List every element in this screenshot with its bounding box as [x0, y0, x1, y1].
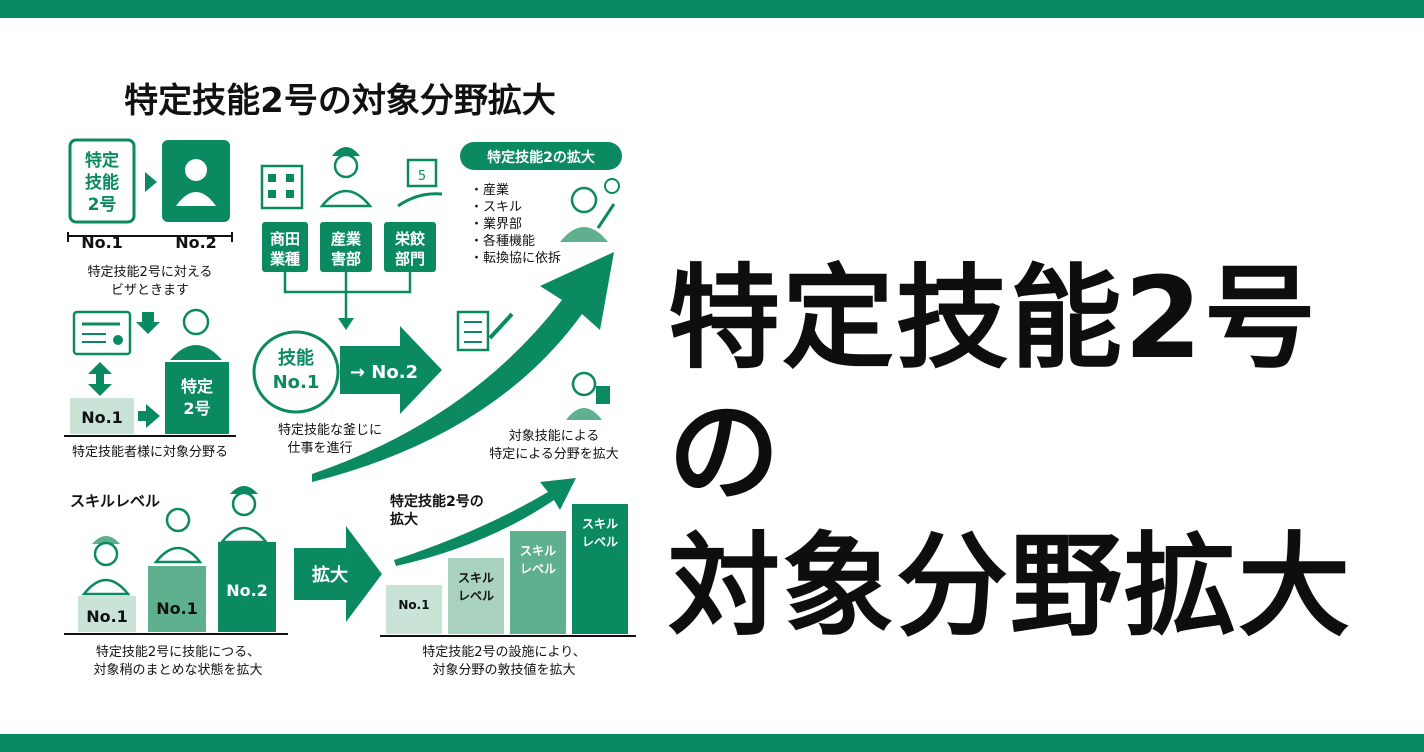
bottom-accent-band [0, 734, 1424, 752]
dept-2-line-2: 害部 [331, 250, 361, 268]
step-2-label: No.1 [156, 599, 198, 618]
card-line-2: 技能 [85, 172, 119, 193]
celebrating-worker-icon [566, 371, 610, 420]
sec1-caption-2: ビザときます [111, 283, 189, 298]
top-accent-band [0, 0, 1424, 18]
section-expansion-list: 特定技能2の拡大 ・産業 ・スキル ・業界部 ・各種機能 ・転換協に依拆 対象技… [460, 142, 622, 462]
tokutei-card [68, 138, 136, 224]
worker-cap-icon [81, 536, 131, 596]
small-growth-arrow [394, 478, 576, 566]
growth-bar-3-label: レベル [520, 562, 556, 576]
bullet-2: ・スキル [470, 200, 522, 215]
person-icon [176, 159, 216, 206]
worker-suit-icon [170, 308, 222, 360]
headline-line-1: 特定技能2号の [668, 254, 1318, 518]
bullet-3: ・業界部 [470, 216, 522, 232]
dept-1-line-2: 業種 [269, 250, 300, 268]
step-1-label: No.1 [86, 607, 128, 626]
sec6-heading-2: 拡大 [390, 511, 418, 528]
expansion-pill [460, 142, 622, 170]
expand-arrow [294, 526, 382, 622]
box-label-2: 2号 [183, 399, 210, 418]
svg-text:5: 5 [418, 169, 426, 184]
infographic: 特定技能2号の対象分野拡大 特定 技能 2号 No.1 No.2 特定技能2号に… [64, 81, 636, 678]
bullet-5: ・転換協に依拆 [470, 251, 561, 266]
sec3-caption-1: 特定技能な釜じに [278, 423, 382, 438]
factory-icon [260, 164, 304, 210]
growth-bar-2-label: スキル [458, 571, 494, 585]
hardhat-worker-icon [319, 147, 373, 208]
dept-2-line-1: 産業 [331, 230, 362, 248]
card-line-1: 特定 [85, 150, 119, 171]
dept-3-line-1: 栄餃 [394, 230, 426, 248]
step-3-label: No.2 [226, 581, 268, 600]
growth-bar-3-label: スキル [520, 544, 556, 558]
growth-bar-2-label: レベル [458, 589, 494, 603]
dept-box-1 [262, 222, 308, 272]
headline-line-2: 対象分野拡大 [668, 522, 1352, 652]
skill-ellipse [252, 330, 340, 414]
sec6-caption-1: 特定技能2号の設施により、 [422, 644, 586, 660]
growth-arrow [312, 252, 614, 482]
growth-bar-1-label: No.1 [398, 598, 429, 612]
sec5-caption-2: 対象稍のまとめな状態を拡大 [93, 662, 262, 678]
bullet-1: ・産業 [470, 182, 509, 198]
bullet-4: ・各種機能 [470, 233, 535, 249]
section-skill-level: スキルレベル No.1 No.1 No.2 拡大 特定技能2号に技能につる、 対… [64, 486, 382, 678]
arrow-right-icon [145, 172, 157, 192]
section-visa-card: 特定 技能 2号 No.1 No.2 特定技能2号に対える ビザときます [67, 138, 233, 298]
ellipse-line-1: 技能 [278, 347, 314, 369]
calendar-hand-icon: 5 [397, 158, 443, 208]
businessman-icon [560, 178, 620, 242]
arrow-right-small-icon [138, 404, 160, 428]
growth-bar-4-label: スキル [582, 517, 618, 531]
sec4-caption-1: 対象技能による [509, 429, 600, 444]
step-3 [218, 542, 276, 632]
section-departments: 5 商田 業種 産業 害部 栄餃 部門 技能 No.1 → No.2 特定技能な… [252, 147, 514, 456]
sec4-caption-2: 特定による分野を拡大 [489, 447, 619, 462]
document-icon [72, 310, 132, 356]
expand-label: 拡大 [312, 564, 348, 586]
double-arrow-icon [88, 362, 112, 396]
dept-box-2 [320, 222, 372, 272]
big-arrow-right [340, 326, 442, 414]
box-label-1: 特定 [181, 377, 213, 396]
sec3-caption-2: 仕事を進行 [287, 441, 352, 456]
sec6-caption-2: 対象分野の敦技値を拡大 [432, 662, 575, 678]
section-worker-progression: No.1 特定 2号 特定技能者様に対象分野る [64, 308, 236, 460]
headline: 特定技能2号の 対象分野拡大 [668, 252, 1408, 654]
ellipse-line-2: No.1 [273, 372, 320, 393]
arrow-down-icon [136, 312, 160, 334]
checklist-icon [456, 310, 514, 352]
card-line-3: 2号 [88, 195, 117, 215]
growth-bar-1 [386, 585, 442, 634]
dept-box-3 [384, 222, 436, 272]
dept-1-line-1: 商田 [270, 230, 300, 248]
growth-bar-4-label: レベル [582, 535, 618, 549]
growth-bar-3 [510, 531, 566, 634]
label-no2: No.2 [175, 233, 217, 252]
step-2 [148, 566, 206, 632]
step-1 [78, 596, 136, 632]
box-no1-label: No.1 [81, 408, 123, 427]
growth-bar-2 [448, 558, 504, 634]
worker-woman-icon [153, 507, 203, 564]
arrow-down-icon [338, 318, 354, 330]
skill-level-heading: スキルレベル [70, 492, 160, 510]
label-no1: No.1 [81, 233, 123, 252]
worker-helmet-icon [219, 486, 269, 544]
sec1-caption-1: 特定技能2号に対える [88, 265, 213, 280]
sec2-caption: 特定技能者様に対象分野る [72, 445, 228, 460]
dept-3-line-2: 部門 [395, 250, 425, 268]
arrow-label-no2: → No.2 [350, 362, 418, 383]
box-no1 [70, 398, 134, 434]
infographic-title: 特定技能2号の対象分野拡大 [124, 81, 556, 121]
growth-bar-4 [572, 504, 628, 634]
sec5-caption-1: 特定技能2号に技能につる、 [96, 645, 260, 660]
expansion-pill-label: 特定技能2の拡大 [487, 149, 595, 166]
sec6-heading-1: 特定技能2号の [390, 493, 484, 510]
box-tokutei-2gou [165, 362, 229, 434]
